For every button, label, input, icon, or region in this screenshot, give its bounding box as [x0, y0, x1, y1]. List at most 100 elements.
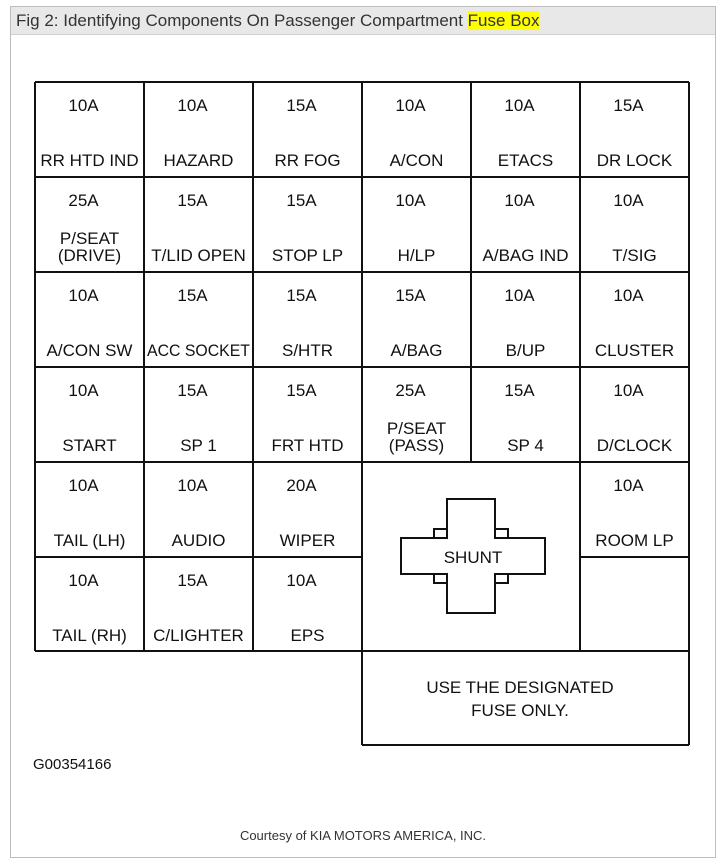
fuse-cell: 10A A/CON	[390, 96, 444, 170]
fuse-label: CLUSTER	[595, 341, 674, 360]
fuse-label: FRT HTD	[271, 436, 343, 455]
fuse-label: WIPER	[280, 531, 336, 550]
fuse-label: EPS	[290, 626, 324, 645]
fuse-label: ACC SOCKET	[147, 341, 250, 360]
fuse-label: H/LP	[398, 246, 436, 265]
fuse-rating: 10A	[613, 191, 644, 210]
fuse-rating: 10A	[613, 381, 644, 400]
fuse-label: A/BAG IND	[483, 246, 569, 265]
fuse-label: DR LOCK	[597, 151, 673, 170]
fuse-cell: 10A RR HTD IND	[40, 96, 138, 170]
fuse-rating: 15A	[395, 286, 426, 305]
fuse-label: RR HTD IND	[40, 151, 138, 170]
fuse-rating: 15A	[177, 571, 208, 590]
fuse-cell: 15A FRT HTD	[271, 381, 343, 455]
fuse-cell: 15A ACC SOCKET	[147, 286, 250, 360]
fuse-rating: 15A	[504, 381, 535, 400]
fuse-cell: 10A A/BAG IND	[483, 191, 569, 265]
fuse-rating: 10A	[68, 381, 99, 400]
fuse-label: SP 4	[507, 436, 544, 455]
fuse-label: P/SEAT	[60, 229, 119, 248]
fuse-label: START	[62, 436, 116, 455]
notice-box: USE THE DESIGNATED FUSE ONLY.	[426, 678, 613, 720]
fuse-cell: 10A H/LP	[395, 191, 435, 265]
figure-title: Fig 2: Identifying Components On Passeng…	[11, 7, 715, 35]
fuse-cell: 15A SP 1	[177, 381, 216, 455]
fuse-cell: 10A TAIL (LH)	[54, 476, 126, 550]
fuse-cell: 10A AUDIO	[172, 476, 226, 550]
fuse-label: D/CLOCK	[597, 436, 673, 455]
fuse-cell: 10A CLUSTER	[595, 286, 674, 360]
fuse-cell: 15A SP 4	[504, 381, 543, 455]
fuse-label: SP 1	[180, 436, 217, 455]
shunt-tab-top-right	[494, 528, 509, 539]
fuse-rating: 10A	[504, 96, 535, 115]
shunt-tab-bottom-left	[433, 573, 448, 584]
figure-title-text: Fig 2: Identifying Components On Passeng…	[16, 11, 468, 30]
fuse-rating: 15A	[177, 286, 208, 305]
fuse-cell: 10A T/SIG	[612, 191, 656, 265]
fuse-label: P/SEAT	[387, 419, 446, 438]
fuse-label: STOP LP	[272, 246, 343, 265]
shunt-tab-top-left	[433, 528, 448, 539]
fuse-rating: 15A	[613, 96, 644, 115]
fuse-label: ETACS	[498, 151, 553, 170]
fuse-label: AUDIO	[172, 531, 226, 550]
fuse-label: S/HTR	[282, 341, 333, 360]
fuse-cell: 10A TAIL (RH)	[52, 571, 127, 645]
fuse-rating: 10A	[177, 476, 208, 495]
fuse-cell: 25A P/SEAT(PASS)	[387, 381, 446, 455]
fuse-rating: 20A	[286, 476, 317, 495]
fuse-rating: 15A	[177, 381, 208, 400]
fuse-rating: 15A	[286, 381, 317, 400]
fuse-label: ROOM LP	[595, 531, 673, 550]
fuse-cell: 20A WIPER	[280, 476, 336, 550]
fuse-label: B/UP	[506, 341, 546, 360]
fuse-rating: 10A	[68, 96, 99, 115]
fuse-cell: 10A HAZARD	[164, 96, 234, 170]
figure-id: G00354166	[33, 756, 112, 773]
fuse-rating: 10A	[613, 476, 644, 495]
fuse-cell: 15A STOP LP	[272, 191, 343, 265]
fuse-rating: 15A	[286, 191, 317, 210]
fuse-label: TAIL (LH)	[54, 531, 126, 550]
fuse-label: TAIL (RH)	[52, 626, 127, 645]
fuse-rating: 10A	[68, 476, 99, 495]
fuse-cell: 15A DR LOCK	[597, 96, 673, 170]
fuse-label: A/CON SW	[47, 341, 133, 360]
fuse-label: A/CON	[390, 151, 444, 170]
fuse-rating: 10A	[68, 571, 99, 590]
fuse-cell: 10A START	[62, 381, 116, 455]
fuse-grid	[34, 81, 690, 746]
fuse-rating: 10A	[504, 191, 535, 210]
notice-line-2: FUSE ONLY.	[471, 701, 569, 720]
shunt-tab-bottom-right	[494, 573, 509, 584]
figure-title-highlight: Fuse Box	[467, 11, 540, 30]
courtesy-credit: Courtesy of KIA MOTORS AMERICA, INC.	[239, 828, 487, 843]
fuse-rating: 25A	[68, 191, 99, 210]
fuse-rating: 10A	[395, 191, 426, 210]
fuse-rating: 10A	[613, 286, 644, 305]
fuse-label: C/LIGHTER	[153, 626, 244, 645]
fuse-label: RR FOG	[274, 151, 340, 170]
fuse-cell: 10A D/CLOCK	[597, 381, 673, 455]
fuse-label-line-2: (PASS)	[389, 436, 444, 455]
shunt: SHUNT	[400, 498, 546, 614]
fuse-rating: 10A	[177, 96, 208, 115]
fuse-rating: 15A	[177, 191, 208, 210]
shunt-label: SHUNT	[444, 548, 503, 567]
fuse-rating: 25A	[395, 381, 426, 400]
fuse-rating: 10A	[395, 96, 426, 115]
fuse-label: HAZARD	[164, 151, 234, 170]
fuse-label: T/SIG	[612, 246, 656, 265]
